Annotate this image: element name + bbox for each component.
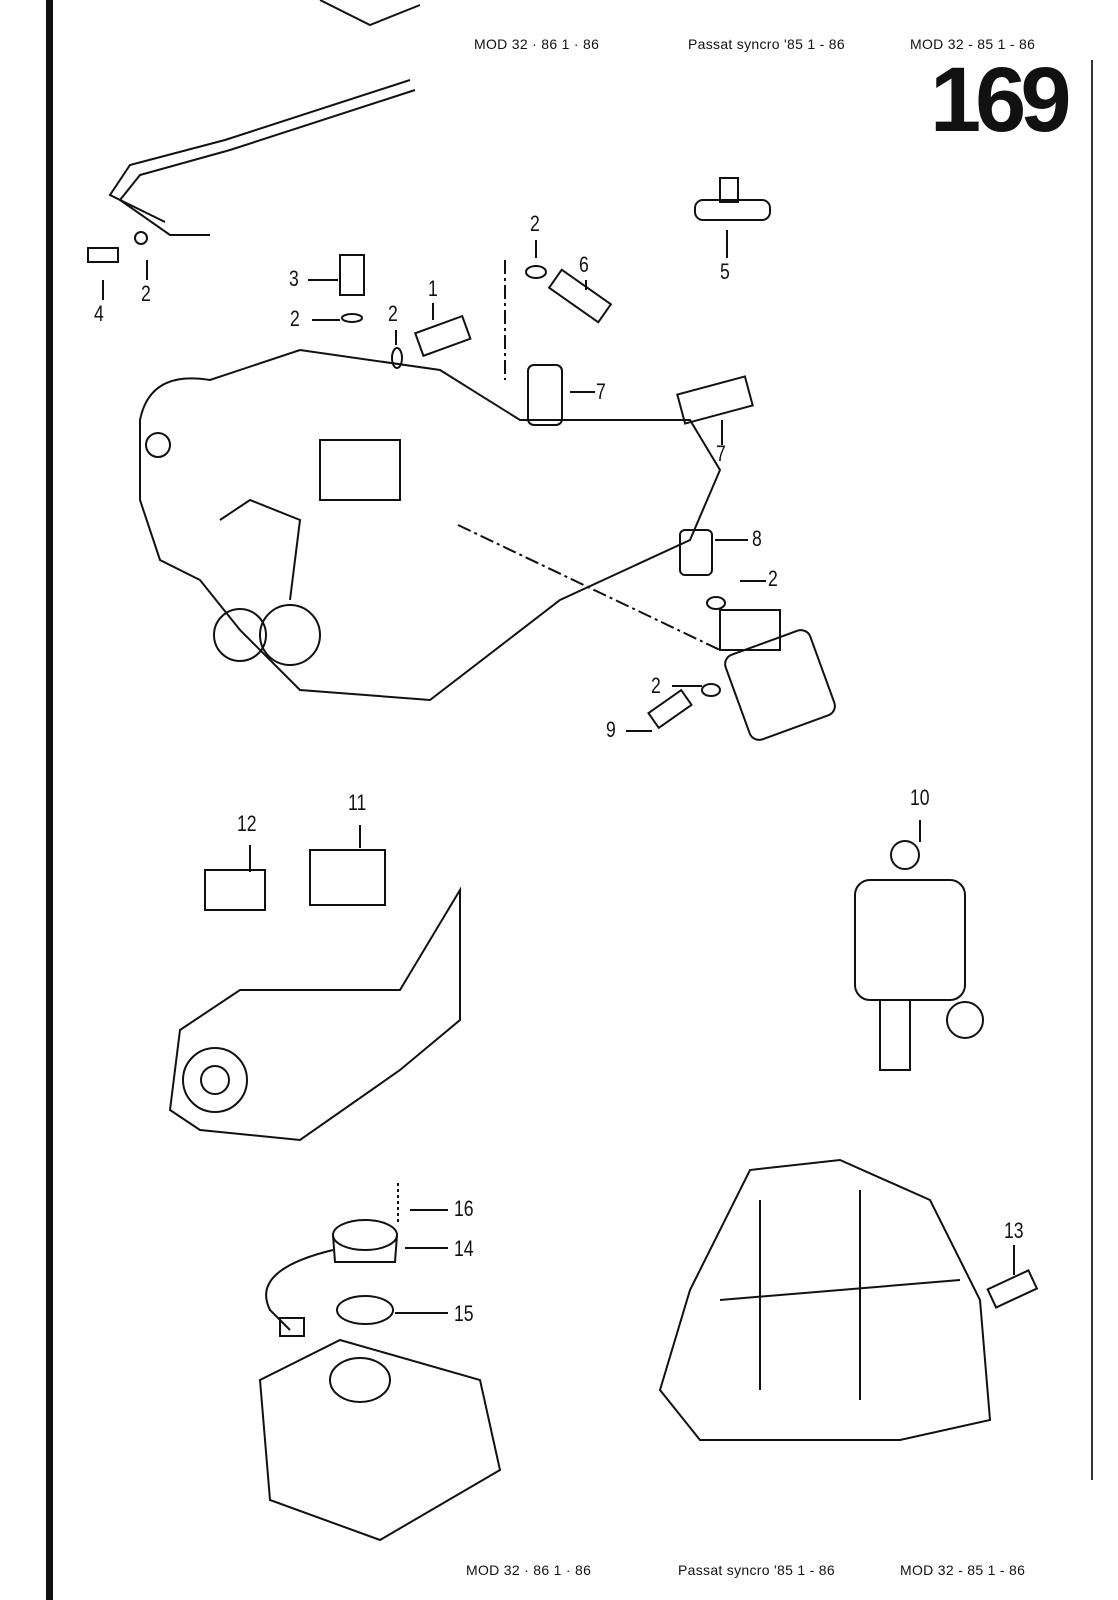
fold-mark — [319, 0, 421, 27]
callout-7: 7 — [716, 441, 726, 466]
transmission-housing — [658, 1158, 1039, 1441]
cover-14 — [332, 1219, 398, 1251]
sender-6 — [547, 268, 613, 324]
injection-pump — [168, 849, 461, 1142]
page-right-edge — [1091, 60, 1093, 1480]
page-binding-edge — [46, 0, 53, 1600]
washer-2d — [706, 596, 726, 610]
oil-filter — [719, 609, 836, 741]
callout-8: 8 — [752, 526, 762, 551]
callout-2: 2 — [290, 306, 300, 331]
callout-2: 2 — [388, 301, 398, 326]
switch-7a — [527, 364, 563, 426]
sender-4 — [87, 231, 148, 263]
washer-2a — [341, 313, 363, 323]
page-number: 169 — [930, 49, 1071, 151]
washer-2e — [701, 683, 721, 697]
footer-model-center: Passat syncro '85 1 - 86 — [678, 1562, 835, 1578]
callout-leaders — [102, 230, 1015, 1314]
switch-8 — [679, 529, 713, 576]
sender-13 — [986, 1269, 1039, 1309]
leader-dashed — [457, 524, 721, 651]
callout-11: 11 — [348, 790, 367, 815]
engine-block — [139, 348, 722, 702]
coolant-pipe-edge — [108, 79, 411, 223]
header-model-right: MOD 32 - 85 1 - 86 — [910, 36, 1036, 52]
callout-15: 15 — [454, 1301, 474, 1326]
callout-14: 14 — [454, 1236, 474, 1261]
header-model-left: MOD 32 · 86 1 · 86 — [474, 36, 600, 52]
callout-2: 2 — [651, 673, 661, 698]
washer-2b — [391, 347, 403, 369]
distributor-10 — [854, 840, 984, 1071]
callout-2: 2 — [768, 566, 778, 591]
seal-15 — [336, 1295, 394, 1325]
callout-2: 2 — [141, 281, 151, 306]
footer-model-right: MOD 32 - 85 1 - 86 — [900, 1562, 1026, 1578]
callout-16: 16 — [454, 1196, 474, 1221]
t-piece-5 — [694, 177, 771, 221]
callout-3: 3 — [289, 266, 299, 291]
sensor-11 — [309, 849, 386, 906]
temperature-sensor-assembly — [258, 1183, 502, 1542]
callout-13: 13 — [1004, 1218, 1024, 1243]
switch-7b — [676, 375, 754, 425]
callout-2: 2 — [530, 211, 540, 236]
washer-2c — [525, 265, 547, 279]
footer-model-left: MOD 32 · 86 1 · 86 — [466, 1562, 592, 1578]
header-model-center: Passat syncro '85 1 - 86 — [688, 36, 845, 52]
callout-6: 6 — [579, 252, 589, 277]
sensor-12 — [204, 869, 266, 911]
coolant-pipe — [118, 89, 416, 236]
callout-5: 5 — [720, 259, 730, 284]
sender-3 — [339, 254, 365, 296]
callout-9: 9 — [606, 717, 616, 742]
callout-1: 1 — [428, 276, 438, 301]
callout-12: 12 — [237, 811, 257, 836]
sender-1 — [413, 314, 472, 358]
callout-4: 4 — [94, 301, 104, 326]
callout-10: 10 — [910, 785, 930, 810]
sender-9 — [647, 688, 693, 730]
callout-7: 7 — [596, 379, 606, 404]
